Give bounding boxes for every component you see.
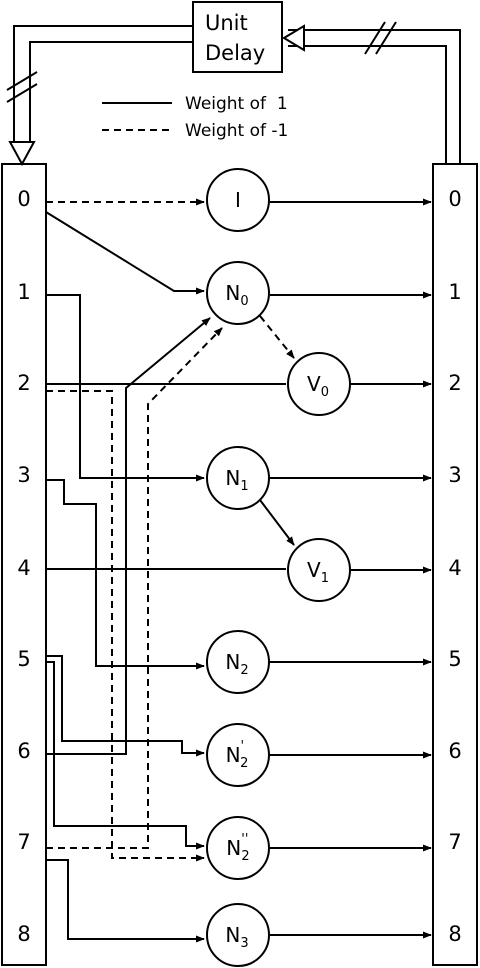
node-N2p-main: N: [226, 743, 241, 767]
legend-dashed-text: Weight of -1: [185, 121, 288, 141]
feedback-bus-left: [6, 25, 193, 144]
edge-left5-to-N2pp-solid: [46, 661, 205, 850]
node-V1-sub: 1: [321, 571, 329, 586]
left-index-6: 6: [17, 739, 30, 763]
svg-text:N0: N0: [225, 281, 248, 309]
feedback-bus-right: [288, 21, 461, 164]
svg-text:N'2: N' 2: [226, 739, 249, 771]
node-N2-double-prime: N'' 2: [206, 816, 270, 880]
svg-text:V0: V0: [307, 372, 329, 400]
node-N1: N1: [206, 446, 270, 510]
node-V1-main: V: [307, 558, 321, 582]
left-index-7: 7: [17, 830, 30, 854]
node-N1-sub: 1: [240, 479, 248, 494]
node-N2p-prime: ': [241, 739, 245, 754]
edge-left0-to-N0: [45, 211, 205, 295]
node-N2-prime: N' 2: [206, 723, 270, 787]
right-index-6: 6: [448, 739, 461, 763]
node-N2pp-prime: '': [241, 832, 248, 847]
edge-left6-to-N0: [46, 317, 211, 755]
edge-left7-to-N3: [46, 859, 205, 943]
legend-solid-text: Weight of 1: [185, 94, 288, 114]
svg-text:N3: N3: [225, 923, 248, 951]
left-index-1: 1: [17, 280, 30, 304]
edge-left5-to-N2p: [46, 655, 205, 757]
right-index-3: 3: [448, 463, 461, 487]
svg-text:V1: V1: [307, 558, 329, 586]
node-I: I: [206, 168, 270, 232]
node-N3-sub: 3: [240, 936, 248, 951]
edge-N0-to-V0: [259, 315, 295, 359]
right-bank: [432, 163, 478, 966]
unit-delay-line1: Unit: [205, 11, 248, 35]
unit-delay-line2: Delay: [205, 41, 265, 65]
unit-delay-box: [192, 1, 283, 73]
edge-left7-to-N0: [46, 327, 223, 849]
edge-left1-to-N1: [46, 294, 205, 482]
left-index-0: 0: [17, 187, 30, 211]
right-index-5: 5: [448, 647, 461, 671]
node-N2p-sub: 2: [240, 756, 248, 771]
right-index-7: 7: [448, 830, 461, 854]
svg-text:N2: N2: [225, 650, 248, 678]
feedback-arrowhead-left-bank: [8, 141, 36, 167]
node-I-label: I: [235, 188, 241, 212]
right-index-4: 4: [448, 556, 461, 580]
node-N2pp-sub: 2: [241, 849, 249, 864]
svg-text:N1: N1: [225, 466, 248, 494]
right-index-1: 1: [448, 280, 461, 304]
node-N0-main: N: [225, 281, 240, 305]
node-V0-sub: 0: [321, 385, 329, 400]
right-index-8: 8: [448, 922, 461, 946]
right-index-2: 2: [448, 371, 461, 395]
node-N2-main: N: [225, 650, 240, 674]
left-bank: [1, 163, 47, 966]
left-index-4: 4: [17, 556, 30, 580]
left-index-2: 2: [17, 371, 30, 395]
edge-left3-to-N2: [46, 479, 205, 670]
left-index-8: 8: [17, 922, 30, 946]
node-N0-sub: 0: [240, 294, 248, 309]
edge-N1-to-V1: [259, 499, 295, 546]
node-V0: V0: [287, 352, 351, 416]
node-V1: V1: [287, 538, 351, 602]
edge-left2-to-N2pp: [46, 390, 205, 862]
feedback-arrowhead-delay: [282, 24, 305, 52]
node-N1-main: N: [225, 466, 240, 490]
node-N0: N0: [206, 261, 270, 325]
node-N3: N3: [206, 903, 270, 967]
left-index-5: 5: [17, 647, 30, 671]
node-V0-main: V: [307, 372, 321, 396]
node-N2pp-main: N: [226, 836, 241, 860]
right-index-0: 0: [448, 187, 461, 211]
node-N3-main: N: [225, 923, 240, 947]
node-N2-sub: 2: [240, 663, 248, 678]
left-index-3: 3: [17, 463, 30, 487]
svg-text:N''2: N'' 2: [226, 832, 249, 864]
node-N2: N2: [206, 630, 270, 694]
